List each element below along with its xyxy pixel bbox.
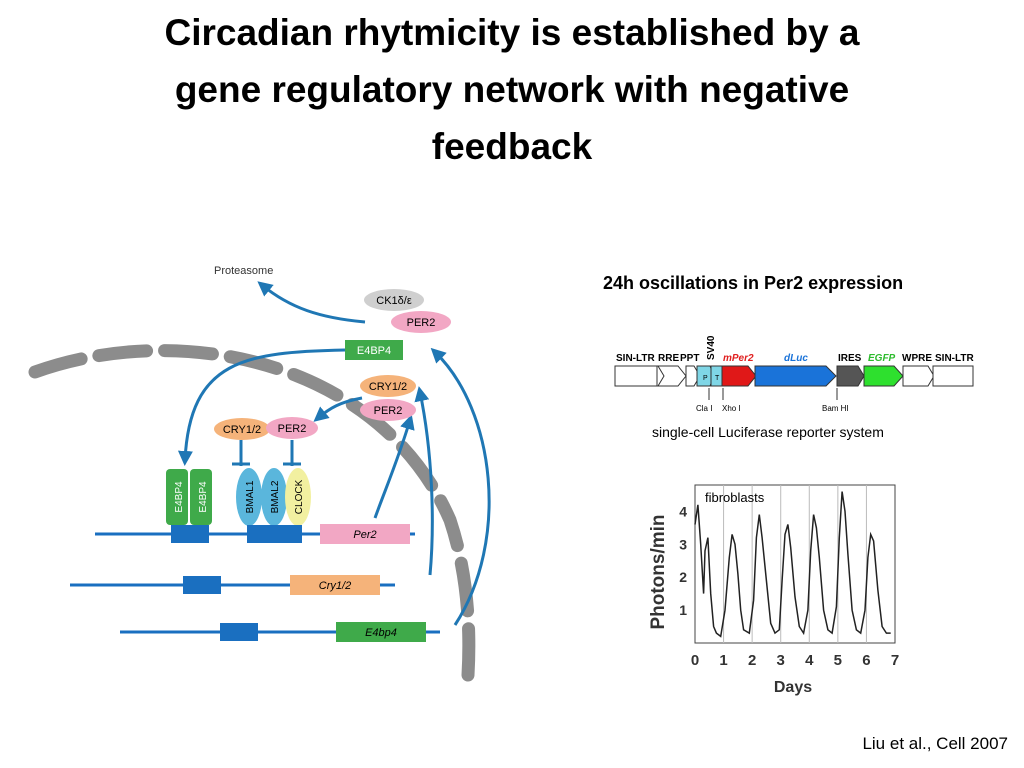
cry12-repressor-label: CRY1/2 [223,424,261,436]
plot-xtick-label: 3 [777,652,785,669]
clock-label: CLOCK [294,479,305,514]
box-ires [836,365,865,387]
per2-degraded-node [391,311,451,333]
plot-ytick-label: 4 [679,503,687,519]
promoter-box-per2-a [171,525,209,543]
box-mper2 [721,365,757,387]
box-dluc [754,365,837,387]
e4bp4-protein-node [345,340,403,360]
per2-node-top [360,399,416,421]
plot-ytick-label: 2 [679,569,687,585]
cry12-label-top: CRY1/2 [369,381,407,393]
plot-frame [694,484,896,644]
label-egfp: EGFP [868,353,896,364]
arrow-per2-to-complex [313,396,363,422]
label-ppt: PPT [680,353,699,364]
label-mper2: mPer2 [723,353,754,364]
citation: Liu et al., Cell 2007 [862,734,1008,753]
reporter-caption: single-cell Luciferase reporter system [652,424,884,440]
promoter-box-e4bp4 [220,623,258,641]
promoter-box-cry [183,576,221,594]
reporter-heading: 24h oscillations in Per2 expression [603,273,903,293]
slide-title: Circadian rhytmicity is established by a… [60,4,964,175]
plot-xtick-label: 2 [748,652,756,669]
promoter-box-per2-b [247,525,302,543]
gene-per2-label: Per2 [353,529,376,541]
plot-ytick-label: 1 [679,602,687,618]
plot-ylabel: Photons/min [648,514,669,629]
e4bp4-dimer-b-label: E4BP4 [198,481,209,513]
label-sin-ltr-left: SIN-LTR [616,353,655,364]
plot-yticks: 1 2 3 4 [679,503,687,618]
plot-xticks: 0 1 2 3 4 5 6 7 [691,652,899,669]
plot-xtick-label: 4 [805,652,814,669]
box-sin-ltr-right [932,365,974,387]
arrow-to-proteasome [257,281,366,324]
per2-degraded-label: PER2 [407,317,436,329]
proteasome-label: Proteasome [214,265,273,277]
photon-plot: fibroblasts Photons/min Days 0 1 2 3 4 5 6 7 1 2… [648,484,899,696]
ck1-label: CK1δ/ε [376,295,412,307]
nuclear-membrane [28,344,476,682]
plot-series-line [694,491,891,638]
e4bp4-dimer-a [166,469,188,525]
box-rre [657,365,687,387]
arrow-per2-mrna-to-protein [373,414,415,519]
plot-xtick-label: 1 [719,652,727,669]
reporter-panel: 24h oscillations in Per2 expression SIN-… [603,273,974,696]
plot-xtick-label: 0 [691,652,699,669]
plot-title: fibroblasts [705,490,765,505]
circadian-network-diagram: Proteasome CK1δ/ε PER2 E4BP4 CRY1/2 PER2… [28,265,491,682]
arrow-e4bp4-mrna-to-protein [430,347,491,626]
plot-xtick-label: 6 [862,652,870,669]
plot-xtick-label: 5 [834,652,842,669]
label-ires: IRES [838,353,862,364]
ck1-node [364,289,424,311]
box-wpre [902,365,935,387]
bmal1-label: BMAL1 [245,480,256,513]
e4bp4-dimer-b [190,469,212,525]
e4bp4-protein-label: E4BP4 [357,345,391,357]
gene-cry12-label: Cry1/2 [319,580,351,592]
cry12-node-top [360,375,416,397]
title-line-3: feedback [431,126,593,167]
label-dluc: dLuc [784,353,808,364]
gene-per2 [320,524,410,544]
arrow-e4bp4-to-dna [177,348,346,466]
site-bam: Bam HI [822,404,849,413]
per2-repressor-label: PER2 [278,423,307,435]
title-line-1: Circadian rhytmicity is established by a [164,12,860,53]
per2-label-top: PER2 [374,405,403,417]
site-cla: Cla I [696,404,712,413]
title-line-2: gene regulatory network with negative [174,69,850,110]
label-sv40: SV40 [706,335,717,360]
plot-xtick-label: 7 [891,652,899,669]
gene-e4bp4-label: E4bp4 [365,627,397,639]
bmal2-label: BMAL2 [270,480,281,513]
site-xho: Xho I [722,404,741,413]
label-t: T [715,375,720,382]
e4bp4-dimer-a-label: E4BP4 [174,481,185,513]
bmal2-node [261,468,287,526]
plot-ytick-label: 3 [679,536,687,552]
per2-repressor-node [266,417,318,439]
label-p: P [703,375,708,382]
arrow-cry-mrna-to-protein [414,386,434,576]
clock-node [285,468,311,526]
label-wpre: WPRE [902,353,932,364]
box-sin-ltr-left [614,365,658,387]
plot-xlabel: Days [774,679,812,696]
bmal1-node [236,468,262,526]
cry12-repressor-node [214,418,270,440]
label-rre: RRE [658,353,679,364]
box-egfp [863,365,904,387]
label-sin-ltr-right: SIN-LTR [935,353,974,364]
reporter-construct: SIN-LTR RRE PPT SV40 mPer2 dLuc IRES EGF… [614,335,974,413]
gene-e4bp4 [336,622,426,642]
gene-cry12 [290,575,380,595]
